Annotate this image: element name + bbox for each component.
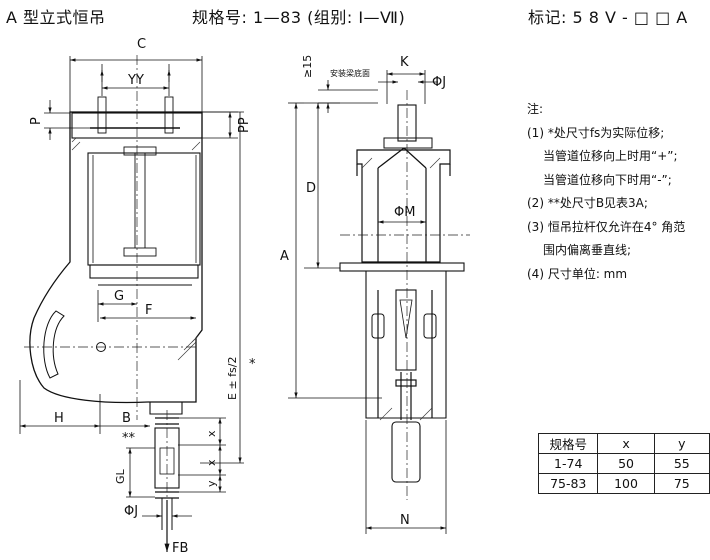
table-cell: 75-83 xyxy=(537,473,599,494)
side-hatch xyxy=(361,157,441,421)
table-row: 1-74 50 55 xyxy=(537,453,710,474)
side-centerlines xyxy=(340,90,470,500)
drawing-title: A 型立式恒吊 xyxy=(6,8,106,27)
dim-x-lower: x xyxy=(205,459,218,466)
spec-range: 规格号: 1—83 (组别: Ⅰ—Ⅶ) xyxy=(192,8,406,27)
hanger-body-outline xyxy=(29,111,203,404)
mounting-flange xyxy=(339,262,465,272)
table-row: 75-83 100 75 xyxy=(537,473,710,494)
dim-G: G xyxy=(114,289,124,304)
mark-code: 标记: 5 8 V - □ □ A xyxy=(528,8,688,27)
dim-K: K xyxy=(400,55,409,70)
slot xyxy=(43,310,65,379)
front-view-hatch xyxy=(71,137,201,361)
dim-y: y xyxy=(205,480,218,487)
lever-arm xyxy=(395,289,417,371)
table-header: y xyxy=(653,433,710,454)
lower-plate xyxy=(89,264,199,279)
front-dimensions xyxy=(19,56,244,552)
dim-B: B xyxy=(122,411,131,426)
dim-phiM: ΦM xyxy=(394,205,415,220)
install-beam-note: 安装梁底面 xyxy=(330,68,370,78)
dim-A: A xyxy=(280,249,289,264)
double-star-mark: ** xyxy=(122,431,136,446)
dim-N: N xyxy=(400,513,410,528)
dim-C: C xyxy=(137,37,146,52)
notes-panel: 注: (1) *处尺寸fs为实际位移; 当管道位移向上时用“+”; 当管道位移向… xyxy=(527,98,685,286)
note-item: 当管道位移向下时用“-”; xyxy=(543,172,672,187)
side-view xyxy=(339,104,465,483)
notes-heading: 注: xyxy=(527,102,544,116)
dim-GL: GL xyxy=(114,468,127,484)
front-view xyxy=(29,96,203,530)
table-cell: 50 xyxy=(597,453,655,474)
side-housing xyxy=(356,149,451,263)
table-header: 规格号 xyxy=(537,433,599,454)
lower-frame xyxy=(365,271,447,419)
dim-F: F xyxy=(145,303,152,318)
dim-H: H xyxy=(54,411,64,426)
dim-phiJ-right: ΦJ xyxy=(432,75,446,90)
table-cell: 55 xyxy=(653,453,710,474)
dim-D: D xyxy=(306,181,316,196)
spec-table: 规格号 x y 1-74 50 55 75-83 100 75 xyxy=(537,433,710,494)
load-FB: FB xyxy=(172,541,188,556)
note-item: (4) 尺寸单位: mm xyxy=(527,266,628,281)
table-header: x xyxy=(597,433,655,454)
side-dimensions xyxy=(288,70,447,534)
table-cell: 1-74 xyxy=(537,453,599,474)
dim-P: P xyxy=(29,117,44,125)
table-cell: 75 xyxy=(653,473,710,494)
note-item: (3) 恒吊拉杆仅允许在4° 角范 xyxy=(527,219,686,234)
bottom-turnbuckle xyxy=(391,421,421,483)
dim-E-travel: E ± fs/2 xyxy=(226,357,239,400)
dim-min-15: ≥15 xyxy=(301,55,314,78)
note-item: 围内偏离垂直线; xyxy=(543,243,632,257)
note-item: (2) **处尺寸B见表3A; xyxy=(527,196,648,210)
star-mark: * xyxy=(249,357,256,372)
table-header-row: 规格号 x y xyxy=(537,433,710,454)
dim-x-upper: x xyxy=(205,430,218,437)
dim-PP: PP xyxy=(237,117,252,133)
table-cell: 100 xyxy=(597,473,655,494)
dim-YY: YY xyxy=(127,73,144,88)
note-item: (1) *处尺寸fs为实际位移; xyxy=(527,125,665,140)
note-item: 当管道位移向上时用“+”; xyxy=(543,149,678,163)
dim-phiJ-left: ΦJ xyxy=(124,504,138,519)
